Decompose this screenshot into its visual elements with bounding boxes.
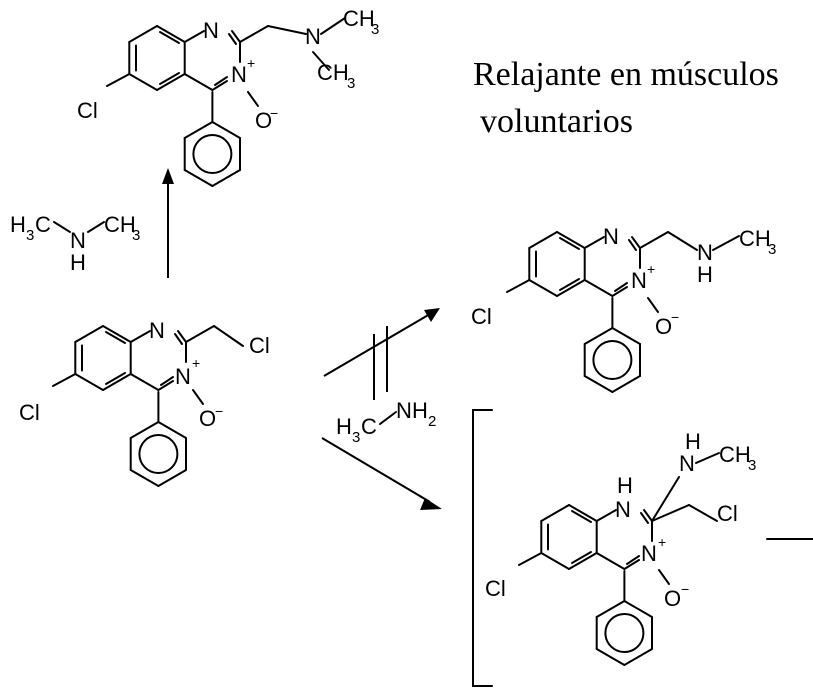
caption-line-1: Relajante en músculos bbox=[473, 56, 779, 93]
chloromethyl-cl: Cl bbox=[717, 501, 738, 526]
oxygen-atom: O bbox=[655, 314, 672, 339]
svg-text:3: 3 bbox=[347, 75, 355, 92]
minus-charge: − bbox=[270, 105, 278, 121]
svg-text:CH: CH bbox=[104, 212, 136, 237]
caption-line-2: voluntarios bbox=[480, 103, 633, 140]
n1-atom: N bbox=[615, 497, 631, 522]
starting-material: Cl N N + O − Cl bbox=[19, 318, 270, 487]
n1-atom: N bbox=[603, 224, 619, 249]
n1-h-atom: H bbox=[617, 473, 633, 498]
plus-charge: + bbox=[247, 55, 255, 71]
reagent-methylamine: H 3 C N H 2 bbox=[336, 398, 436, 446]
svg-text:3: 3 bbox=[768, 241, 776, 258]
arrow-up bbox=[162, 168, 174, 278]
n3-atom: N bbox=[175, 364, 191, 389]
n3-atom: N bbox=[631, 268, 647, 293]
amine-n-atom: N bbox=[697, 240, 713, 265]
svg-text:3: 3 bbox=[352, 429, 360, 446]
reagent-h: H bbox=[70, 250, 86, 275]
minus-charge: − bbox=[671, 309, 679, 325]
product-dimethylamino: Cl N N + O − N CH 3 CH 3 bbox=[77, 6, 379, 187]
oxygen-atom: O bbox=[199, 406, 216, 431]
svg-text:3: 3 bbox=[371, 21, 379, 38]
chloro-atom: Cl bbox=[485, 576, 506, 601]
reagent-n: N bbox=[70, 228, 86, 253]
reagent-nh: N bbox=[396, 398, 412, 423]
intermediate-adduct: Cl N H N + O − N H CH 3 Cl bbox=[485, 429, 756, 666]
svg-text:3: 3 bbox=[132, 227, 140, 244]
svg-text:C: C bbox=[361, 414, 377, 439]
svg-text:3: 3 bbox=[26, 227, 34, 244]
methyl-group: CH bbox=[719, 442, 751, 467]
methyl-group: CH bbox=[739, 226, 771, 251]
minus-charge: − bbox=[215, 403, 223, 419]
svg-text:H: H bbox=[336, 414, 352, 439]
product-methylamino: Cl N N + O − N H CH 3 bbox=[471, 224, 776, 393]
arrow-blocked bbox=[323, 308, 440, 400]
intermediate-bracket bbox=[472, 409, 493, 687]
methyl-2: CH bbox=[317, 60, 349, 85]
svg-text:2: 2 bbox=[428, 413, 436, 430]
methyl-1: CH bbox=[343, 6, 375, 31]
svg-text:H: H bbox=[10, 212, 26, 237]
reagent-dimethylamine: H 3 C N H CH 3 bbox=[10, 212, 140, 275]
n1-atom: N bbox=[203, 18, 219, 43]
amine-n-atom: N bbox=[679, 451, 695, 476]
plus-charge: + bbox=[658, 534, 666, 550]
n3-atom: N bbox=[641, 541, 657, 566]
amine-h-atom: H bbox=[685, 429, 701, 454]
plus-charge: + bbox=[647, 261, 655, 277]
arrow-down-right bbox=[321, 437, 442, 510]
chloro-atom: Cl bbox=[471, 304, 492, 329]
minus-charge: − bbox=[681, 581, 689, 597]
chloromethyl-cl: Cl bbox=[249, 333, 270, 358]
chloro-atom: Cl bbox=[19, 400, 40, 425]
plus-charge: + bbox=[192, 355, 200, 371]
svg-text:C: C bbox=[35, 212, 51, 237]
oxygen-atom: O bbox=[255, 108, 272, 133]
oxygen-atom: O bbox=[664, 586, 681, 611]
amine-h-atom: H bbox=[697, 262, 713, 287]
svg-text:H: H bbox=[412, 398, 428, 423]
chloro-atom: Cl bbox=[77, 98, 98, 123]
n1-atom: N bbox=[149, 318, 165, 343]
n3-atom: N bbox=[231, 62, 247, 87]
amine-n-atom: N bbox=[305, 24, 321, 49]
svg-text:3: 3 bbox=[748, 457, 756, 474]
